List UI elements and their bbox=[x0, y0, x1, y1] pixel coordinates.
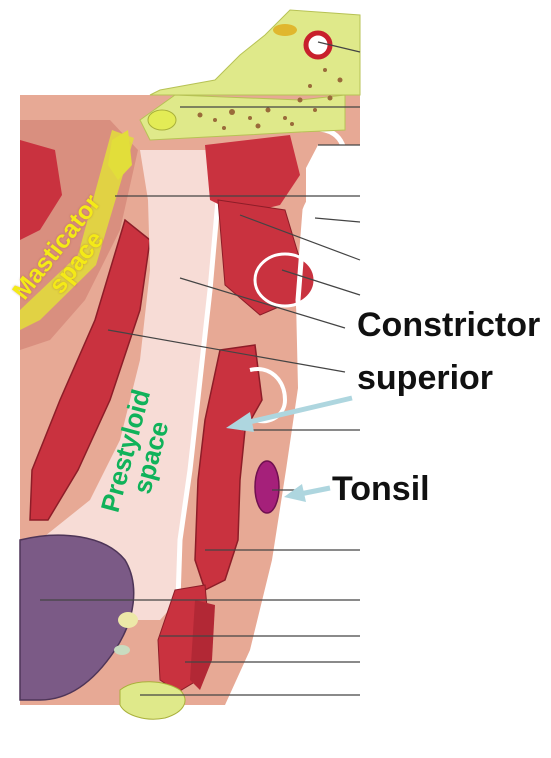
foramen-top-left bbox=[273, 24, 297, 36]
leader-line bbox=[315, 218, 360, 222]
constrictor-label-line2: superior bbox=[357, 359, 493, 398]
levator-veli-muscle bbox=[255, 254, 315, 306]
styloid-process-tip bbox=[148, 110, 176, 130]
hyoid-bone bbox=[120, 682, 185, 719]
carotid-canal bbox=[306, 33, 330, 57]
gland-vessel-yellow bbox=[118, 612, 138, 628]
tonsil-label: Tonsil bbox=[332, 470, 430, 509]
tonsil-shape bbox=[255, 461, 279, 513]
constrictor-label-line1: Constrictor bbox=[357, 306, 540, 345]
gland-vessel-green bbox=[114, 645, 130, 655]
tonsil-arrow bbox=[284, 484, 330, 502]
